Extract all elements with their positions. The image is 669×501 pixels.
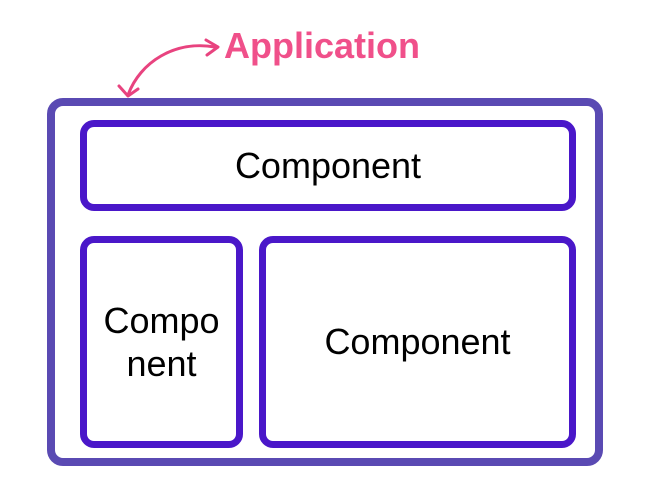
component-left-label: Component [103, 299, 220, 384]
component-top-label: Component [234, 144, 422, 186]
component-right-label: Component [324, 321, 511, 362]
application-label: Application [224, 25, 420, 66]
component-top: Component [80, 120, 576, 211]
component-left: Component [80, 236, 243, 448]
component-right: Component [259, 236, 576, 448]
